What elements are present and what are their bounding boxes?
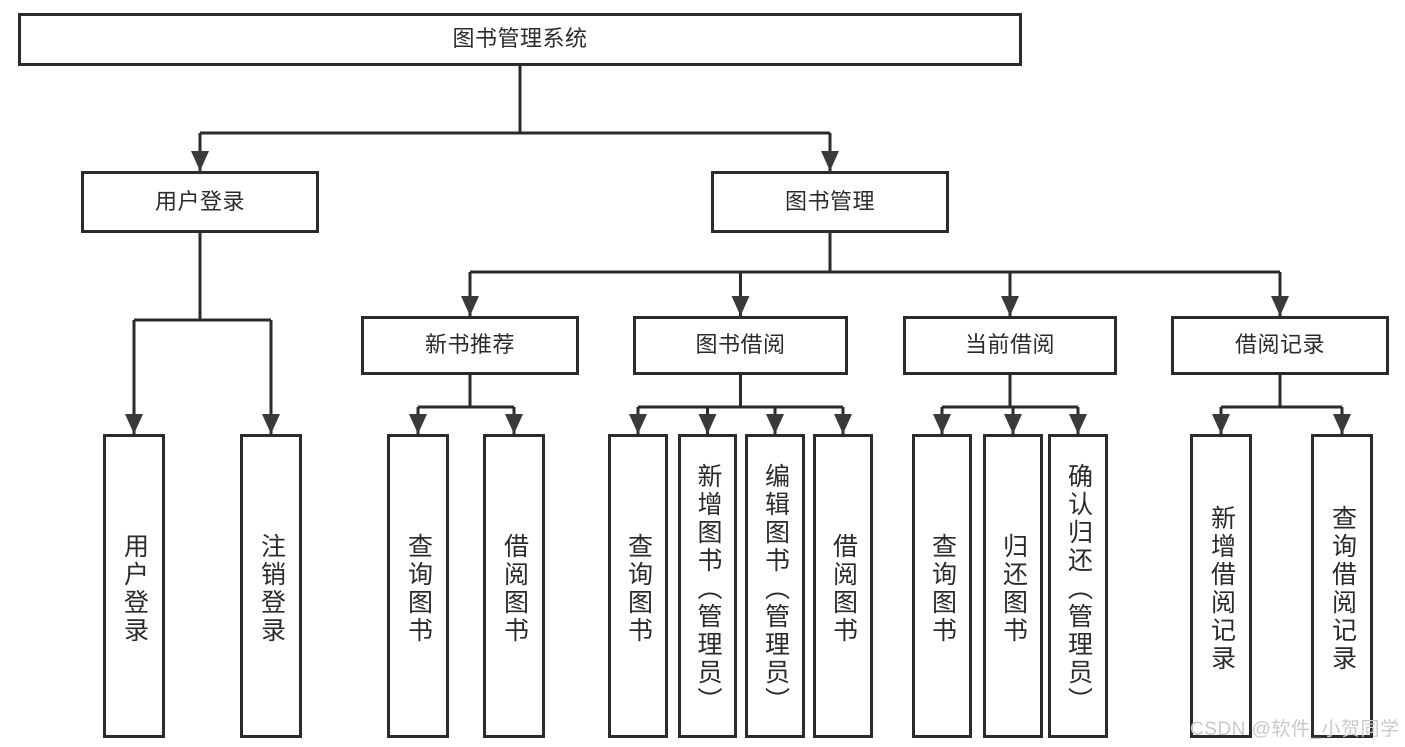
- node-label: 查询借阅记录: [1328, 505, 1357, 673]
- node-label: 当前借阅: [964, 332, 1055, 358]
- arrowhead-icon: [1212, 414, 1230, 434]
- node-borrow: 图书借阅: [633, 316, 848, 375]
- node-label: 查询图书: [404, 533, 433, 645]
- node-newbook: 新书推荐: [361, 316, 579, 375]
- node-label: 图书管理: [784, 188, 875, 214]
- node-record: 借阅记录: [1171, 316, 1389, 375]
- node-l1: 用户登录: [103, 434, 165, 738]
- node-bookmgmt: 图书管理: [711, 171, 949, 233]
- arrowhead-icon: [125, 414, 143, 434]
- arrowhead-icon: [409, 414, 427, 434]
- node-label: 查询图书: [624, 533, 653, 645]
- node-label: 归还图书: [999, 533, 1028, 645]
- arrowhead-icon: [1333, 414, 1351, 434]
- arrowhead-icon: [1069, 414, 1087, 434]
- arrowhead-icon: [191, 151, 209, 171]
- node-label: 图书借阅: [695, 332, 786, 358]
- arrowhead-icon: [821, 151, 839, 171]
- node-l4: 借阅图书: [483, 434, 545, 738]
- arrowhead-icon: [834, 414, 852, 434]
- node-label: 借阅记录: [1234, 332, 1325, 358]
- node-label: 查询图书: [928, 533, 957, 645]
- arrowhead-icon: [1271, 296, 1289, 316]
- node-root: 图书管理系统: [18, 13, 1022, 66]
- arrowhead-icon: [698, 414, 717, 434]
- node-login: 用户登录: [81, 171, 319, 233]
- node-l11: 确认归还（管理员）: [1048, 434, 1108, 738]
- node-l7: 编辑图书（管理员）: [745, 434, 805, 738]
- arrowhead-icon: [1001, 296, 1019, 316]
- arrowhead-icon: [766, 414, 784, 434]
- node-label: 确认归还（管理员）: [1064, 463, 1093, 715]
- node-label: 借阅图书: [500, 533, 529, 645]
- node-label: 编辑图书（管理员）: [761, 463, 790, 715]
- node-l13: 查询借阅记录: [1311, 434, 1373, 738]
- node-current: 当前借阅: [903, 316, 1117, 375]
- arrowhead-icon: [933, 414, 951, 434]
- arrowhead-icon: [731, 296, 750, 316]
- node-label: 新增借阅记录: [1207, 505, 1236, 673]
- arrowhead-icon: [629, 414, 647, 434]
- node-l9: 查询图书: [912, 434, 972, 738]
- node-l3: 查询图书: [387, 434, 449, 738]
- node-label: 注销登录: [257, 533, 286, 645]
- node-label: 图书管理系统: [452, 26, 588, 52]
- node-l10: 归还图书: [983, 434, 1043, 738]
- arrowhead-icon: [1004, 414, 1022, 434]
- node-label: 新书推荐: [424, 332, 515, 358]
- arrowhead-icon: [505, 414, 523, 434]
- node-l8: 借阅图书: [813, 434, 873, 738]
- node-l12: 新增借阅记录: [1190, 434, 1252, 738]
- arrowhead-icon: [461, 296, 479, 316]
- node-l5: 查询图书: [608, 434, 668, 738]
- node-label: 借阅图书: [829, 533, 858, 645]
- node-label: 用户登录: [154, 188, 245, 214]
- arrowhead-icon: [262, 414, 280, 434]
- node-label: 用户登录: [120, 533, 149, 645]
- node-label: 新增图书（管理员）: [694, 463, 722, 715]
- node-l6: 新增图书（管理员）: [678, 434, 737, 738]
- node-l2: 注销登录: [240, 434, 302, 738]
